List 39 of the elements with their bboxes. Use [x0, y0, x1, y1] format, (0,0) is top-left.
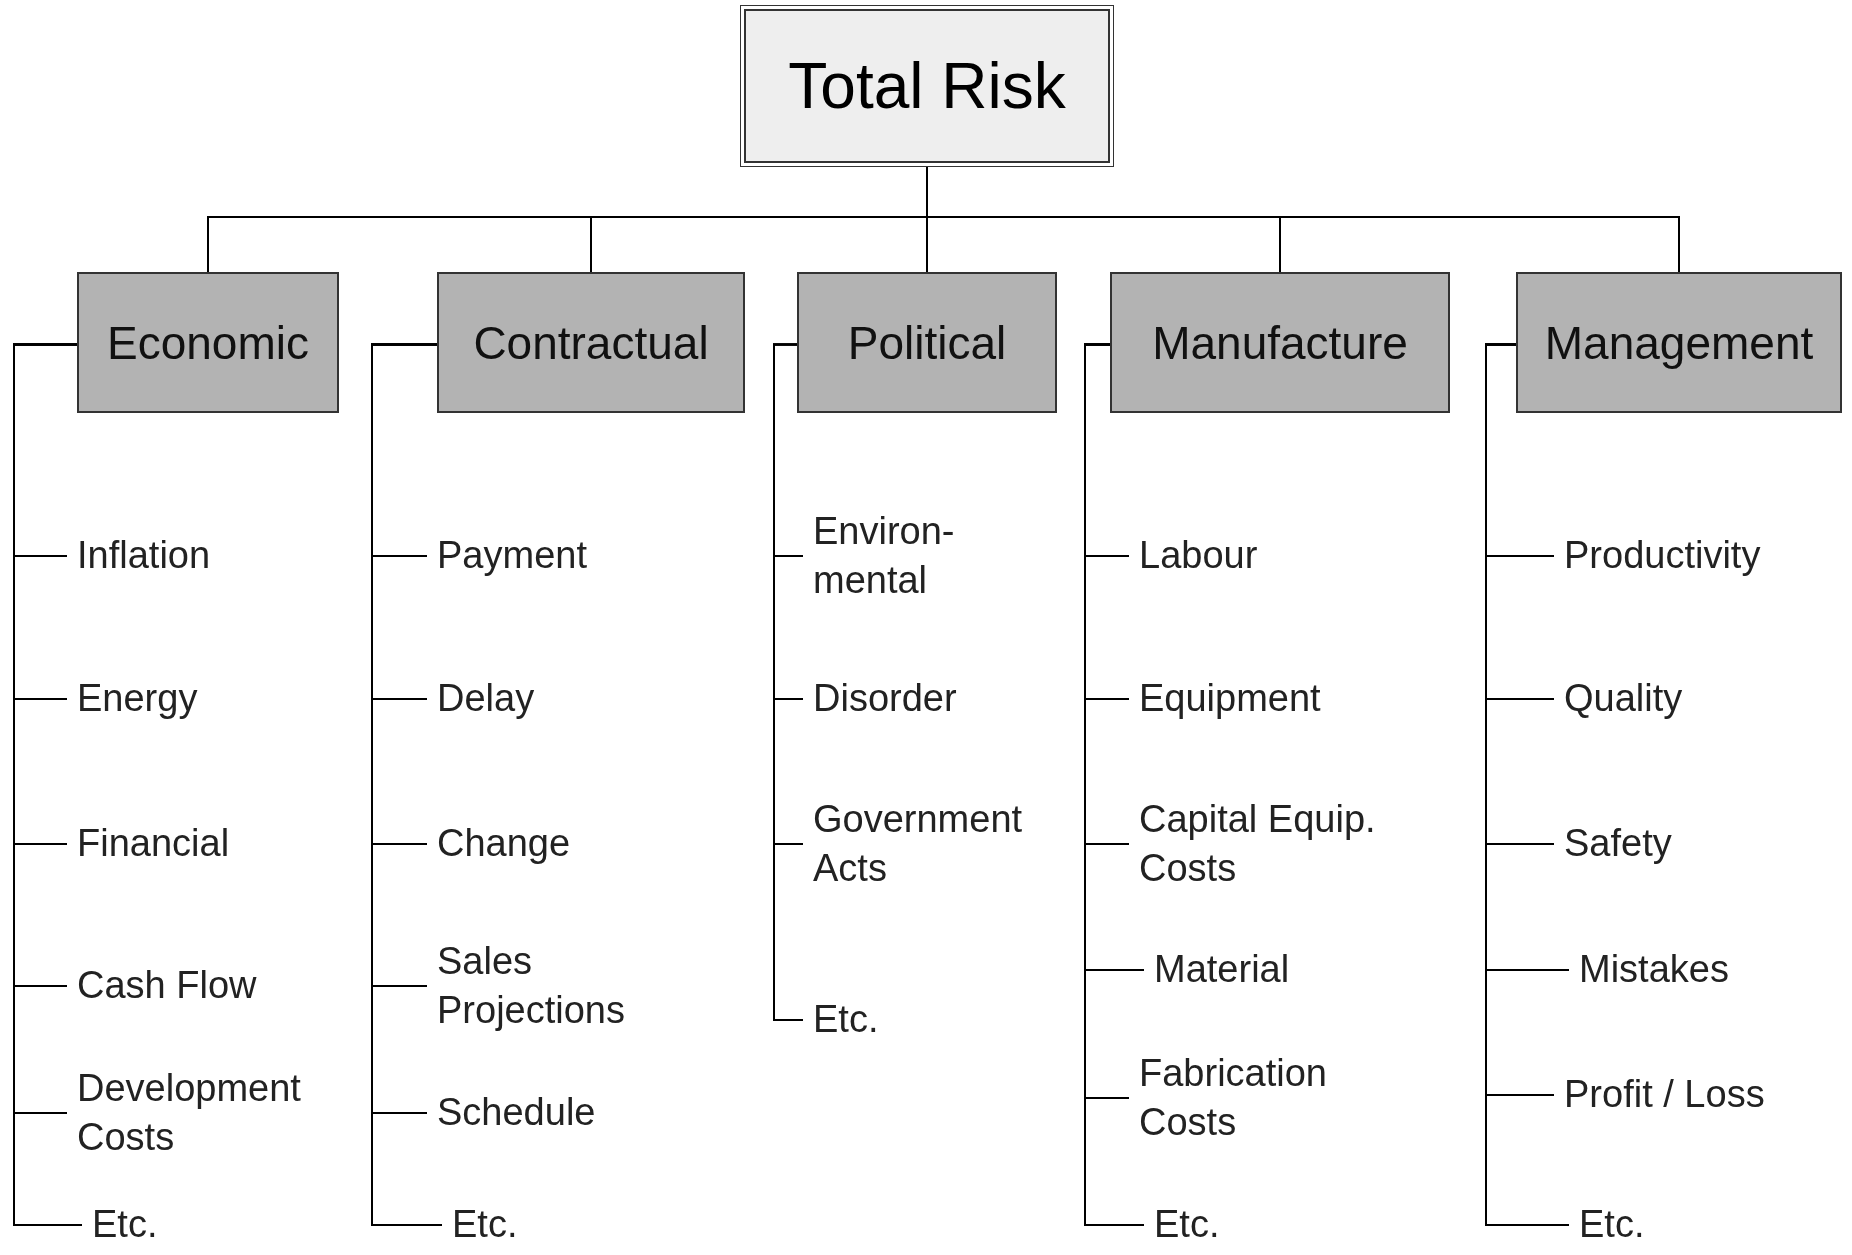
risk-item: Quality — [1564, 674, 1683, 724]
risk-item: Equipment — [1139, 674, 1321, 724]
risk-item: Schedule — [437, 1088, 596, 1138]
category-box: Contractual — [437, 272, 745, 413]
risk-item: Capital Equip. Costs — [1139, 794, 1389, 894]
risk-item: Productivity — [1564, 531, 1761, 581]
category-box: Economic — [77, 272, 339, 413]
risk-item: Etc. — [92, 1200, 158, 1250]
risk-item: Etc. — [1154, 1200, 1220, 1250]
connector-line — [773, 343, 804, 1021]
connector-line — [371, 343, 443, 1226]
risk-item: Energy — [77, 674, 198, 724]
risk-item: Disorder — [813, 674, 957, 724]
risk-item: Profit / Loss — [1564, 1070, 1765, 1120]
connector-line — [926, 166, 1680, 273]
risk-item: Material — [1154, 945, 1290, 995]
risk-item: Safety — [1564, 819, 1672, 869]
risk-item: Etc. — [452, 1200, 518, 1250]
connector-line — [1485, 343, 1570, 1226]
risk-item: Financial — [77, 819, 230, 869]
risk-item: Cash Flow — [77, 961, 257, 1011]
category-box: Management — [1516, 272, 1842, 413]
risk-item: Change — [437, 819, 571, 869]
risk-item: Sales Projections — [437, 936, 677, 1036]
risk-item: Etc. — [813, 995, 879, 1045]
category-box: Political — [797, 272, 1057, 413]
risk-item: Delay — [437, 674, 535, 724]
connector-line — [13, 343, 83, 1226]
risk-item: Fabrication Costs — [1139, 1048, 1379, 1148]
category-box: Manufacture — [1110, 272, 1450, 413]
risk-item: Development Costs — [77, 1063, 347, 1163]
risk-item: Inflation — [77, 531, 211, 581]
risk-item: Payment — [437, 531, 587, 581]
risk-item: Environ-mental — [813, 506, 1018, 606]
risk-item: Etc. — [1579, 1200, 1645, 1250]
risk-item: Mistakes — [1579, 945, 1729, 995]
risk-item: Government Acts — [813, 794, 1038, 894]
risk-item: Labour — [1139, 531, 1258, 581]
connector-line — [1084, 343, 1145, 1226]
